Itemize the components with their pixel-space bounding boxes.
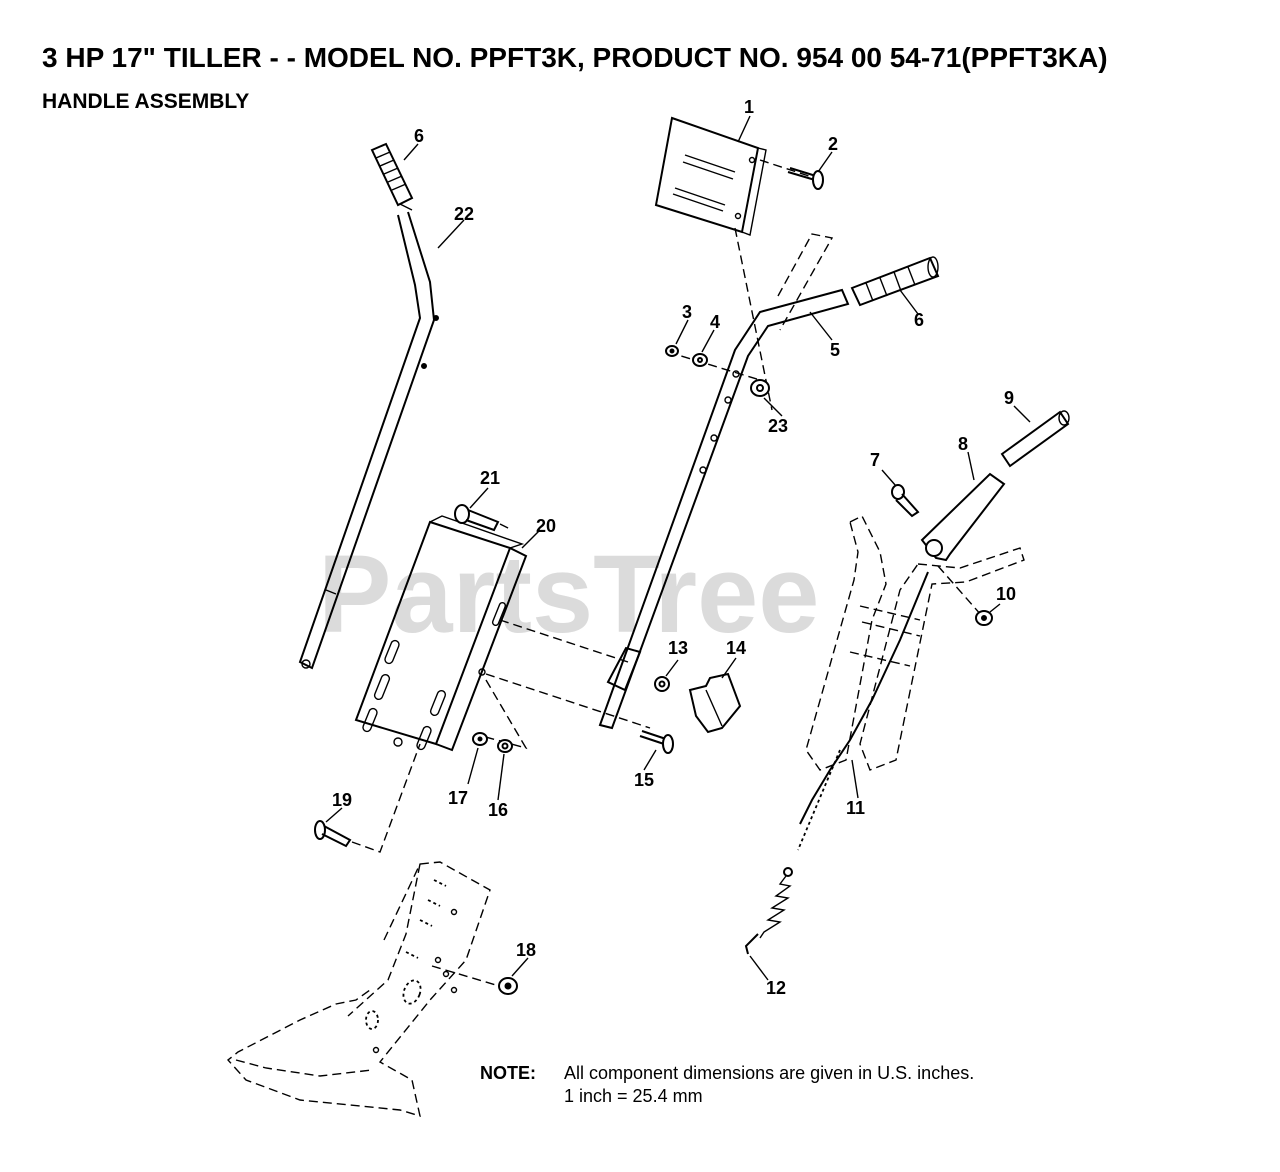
- throttle-cable[interactable]: [797, 571, 929, 851]
- dimension-note: NOTE: All component dimensions are given …: [480, 1062, 974, 1108]
- washer-16[interactable]: [497, 739, 513, 753]
- bolt-19[interactable]: [314, 820, 352, 848]
- callout-20: 20: [536, 516, 556, 536]
- callout-22: 22: [454, 204, 474, 224]
- lever-grip[interactable]: [1000, 410, 1070, 468]
- bolt-21[interactable]: [454, 504, 513, 532]
- screw-7[interactable]: [891, 484, 920, 518]
- spring-12[interactable]: [744, 867, 793, 955]
- callout-15: 15: [634, 770, 654, 790]
- note-line-1: All component dimensions are given in U.…: [564, 1063, 975, 1083]
- nut-17[interactable]: [472, 732, 488, 746]
- callout-4: 4: [710, 312, 720, 332]
- callout-19: 19: [332, 790, 352, 810]
- watermark-text: PartsTree: [318, 533, 819, 656]
- callout-6-right: 6: [914, 310, 924, 330]
- callout-8: 8: [958, 434, 968, 454]
- screw-2[interactable]: [787, 167, 824, 190]
- callout-11: 11: [846, 798, 865, 818]
- center-handle-bar[interactable]: [598, 288, 850, 730]
- washer-23[interactable]: [750, 379, 770, 397]
- callout-12: 12: [766, 978, 786, 998]
- callout-18: 18: [516, 940, 536, 960]
- washer-4[interactable]: [692, 353, 708, 367]
- leader-lines: [325, 115, 1031, 981]
- bolt-15[interactable]: [639, 730, 674, 754]
- callout-3: 3: [682, 302, 692, 322]
- right-upper-grip[interactable]: [850, 256, 940, 307]
- callout-21: 21: [480, 468, 500, 488]
- note-key: NOTE:: [480, 1063, 536, 1083]
- callout-5: 5: [830, 340, 840, 360]
- callout-17: 17: [448, 788, 468, 808]
- note-line-2: 1 inch = 25.4 mm: [564, 1086, 703, 1106]
- callout-9: 9: [1004, 388, 1014, 408]
- control-lever[interactable]: [920, 472, 1006, 562]
- handle-bracket[interactable]: [354, 515, 528, 752]
- section-title: HANDLE ASSEMBLY: [42, 90, 250, 113]
- left-grip[interactable]: [370, 142, 414, 211]
- callout-13: 13: [668, 638, 688, 658]
- callout-10: 10: [996, 584, 1016, 604]
- callout-14: 14: [726, 638, 746, 658]
- callout-2: 2: [828, 134, 838, 154]
- callout-16: 16: [488, 800, 508, 820]
- right-handle-phantom: [805, 515, 1025, 771]
- washer-13[interactable]: [654, 676, 670, 692]
- console-panel[interactable]: [654, 116, 767, 236]
- callout-6-left: 6: [414, 126, 424, 146]
- nut-18[interactable]: [498, 977, 518, 995]
- callout-23: 23: [768, 416, 788, 436]
- knob-14[interactable]: [688, 672, 742, 734]
- left-handle-bar[interactable]: [298, 211, 439, 670]
- callout-1: 1: [744, 97, 754, 117]
- callout-7: 7: [870, 450, 880, 470]
- tiller-frame-phantom: [226, 861, 491, 1118]
- page-title: 3 HP 17" TILLER - - MODEL NO. PPFT3K, PR…: [42, 42, 1108, 73]
- nut-3[interactable]: [665, 345, 679, 357]
- nut-10[interactable]: [975, 610, 993, 626]
